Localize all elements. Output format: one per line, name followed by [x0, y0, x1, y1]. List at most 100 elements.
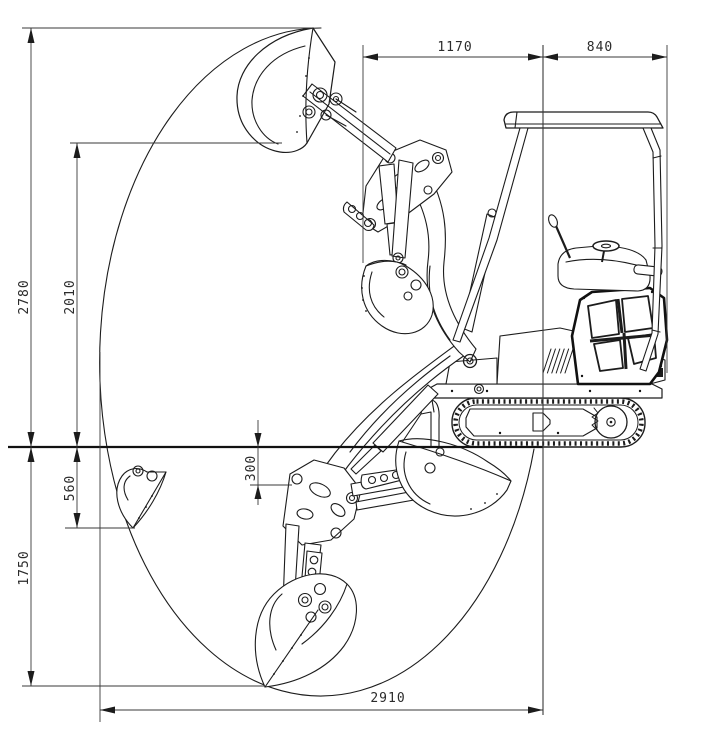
boom-foot-pin-inner — [476, 386, 482, 392]
bucket-side-plate — [305, 27, 314, 144]
canopy-roof — [503, 111, 664, 129]
body-base-plate — [427, 383, 663, 399]
dimension-value: 2010 — [63, 279, 78, 314]
bucket-link-pin — [312, 87, 328, 103]
bucket-teeth-bolts — [273, 621, 311, 675]
arrowhead — [254, 485, 262, 499]
sprocket-hub — [606, 417, 616, 427]
bucket-curled-raised — [361, 259, 434, 335]
chain-hole — [347, 204, 357, 214]
arrowhead — [73, 432, 81, 447]
pivot-pin-inner — [348, 494, 356, 502]
arrowhead — [27, 28, 35, 43]
canopy-rear-post — [639, 127, 663, 372]
console-body — [557, 245, 651, 292]
machine-body — [427, 214, 669, 399]
dimension-max-reach: 2910 — [99, 352, 543, 722]
arrowhead — [27, 432, 35, 447]
chain-hole — [363, 218, 373, 228]
boom-foot-pivot-inner — [466, 357, 474, 365]
pivot-pin — [291, 473, 303, 485]
engine-hood — [496, 327, 581, 385]
chain-hole — [355, 211, 365, 221]
canopy — [452, 111, 664, 372]
canopy-roof-detail — [505, 111, 662, 129]
arrowhead — [73, 143, 81, 158]
working-envelope — [99, 27, 535, 697]
bucket-curled-ground — [395, 438, 512, 517]
dimension-max-height: 2780 — [17, 27, 313, 686]
bucket-link-pin — [329, 92, 343, 106]
bucket-link-pin — [424, 462, 436, 474]
bucket-max-height — [236, 27, 357, 154]
bucket-inner-arc — [123, 475, 131, 501]
dimension-max-depth: 1750 — [17, 447, 265, 687]
sprocket-wheel — [594, 405, 628, 439]
bucket-link-pin — [395, 265, 409, 279]
plate-cutout — [309, 482, 331, 498]
bucket-inner-arc — [269, 593, 283, 651]
arrowhead — [543, 53, 558, 61]
dimension-dump-height: 2010 — [63, 142, 282, 528]
bucket-shell — [395, 440, 512, 517]
bucket-mouth-arc — [365, 260, 407, 267]
arrowhead — [254, 433, 262, 447]
bucket-inner-arc — [368, 271, 385, 318]
joystick-knob — [548, 214, 558, 228]
bucket-inner-arc — [251, 45, 306, 145]
bucket-belly — [236, 27, 314, 154]
bucket-link-pin-inner — [315, 90, 325, 100]
arrowhead — [27, 671, 35, 686]
bucket-link-pin — [305, 611, 317, 623]
bucket-link-pin-inner — [305, 108, 313, 116]
link-hole — [309, 555, 319, 565]
bucket-link-pin-inner — [398, 268, 406, 276]
joystick-lever — [554, 225, 572, 259]
envelope-ellipse-arc — [99, 27, 535, 697]
bucket-teeth-bolts — [470, 493, 498, 510]
bucket-inner-arc — [403, 451, 431, 505]
operator-console — [548, 214, 663, 292]
bucket-spill-arc — [398, 438, 512, 482]
control-wheel — [592, 240, 620, 252]
sprocket-center-dot — [609, 420, 613, 424]
bucket-spill-arc — [301, 583, 348, 645]
bucket-back-edge — [306, 27, 336, 144]
bucket-pin-inner — [395, 255, 401, 261]
plate-cutout — [296, 508, 314, 520]
bucket-max-depth — [254, 573, 357, 688]
arrowhead — [100, 706, 115, 714]
bucket-max-reach — [116, 465, 167, 529]
dimensions: 1170 840 2780 1750 2010 — [17, 27, 668, 722]
dimension-value: 840 — [587, 40, 613, 55]
chain-hole — [379, 473, 389, 483]
boom-cylinder-lower — [372, 384, 439, 453]
bucket-link-bars — [325, 98, 357, 127]
bucket-shell — [361, 259, 434, 335]
boom-foot-pin — [473, 383, 485, 395]
boom-digging-position — [254, 343, 512, 688]
canopy-front-post — [452, 127, 529, 343]
bucket-link-pin — [318, 600, 332, 614]
bucket-teeth-bolts — [138, 495, 153, 519]
dimension-value: 2910 — [370, 691, 405, 706]
link-chain-raised — [342, 201, 375, 231]
bucket-link-pin-inner — [135, 468, 141, 474]
arrowhead — [363, 53, 378, 61]
dimension-rear-overhang: 840 — [543, 40, 668, 373]
wheel-hub — [600, 243, 612, 249]
dimension-value: 2780 — [17, 279, 32, 314]
arrowhead — [73, 513, 81, 528]
stick-raised-detail — [309, 91, 391, 155]
bucket-link-pin-inner — [332, 95, 340, 103]
boom-foot-pivot — [462, 353, 478, 369]
arrowhead — [27, 447, 35, 462]
hood-vent-slats — [542, 348, 574, 374]
bucket-link-pin — [297, 592, 313, 608]
arrowhead — [528, 706, 543, 714]
pivot-pin-inner — [434, 154, 442, 162]
dimension-value: 560 — [63, 475, 78, 501]
bucket-shell — [116, 467, 167, 529]
